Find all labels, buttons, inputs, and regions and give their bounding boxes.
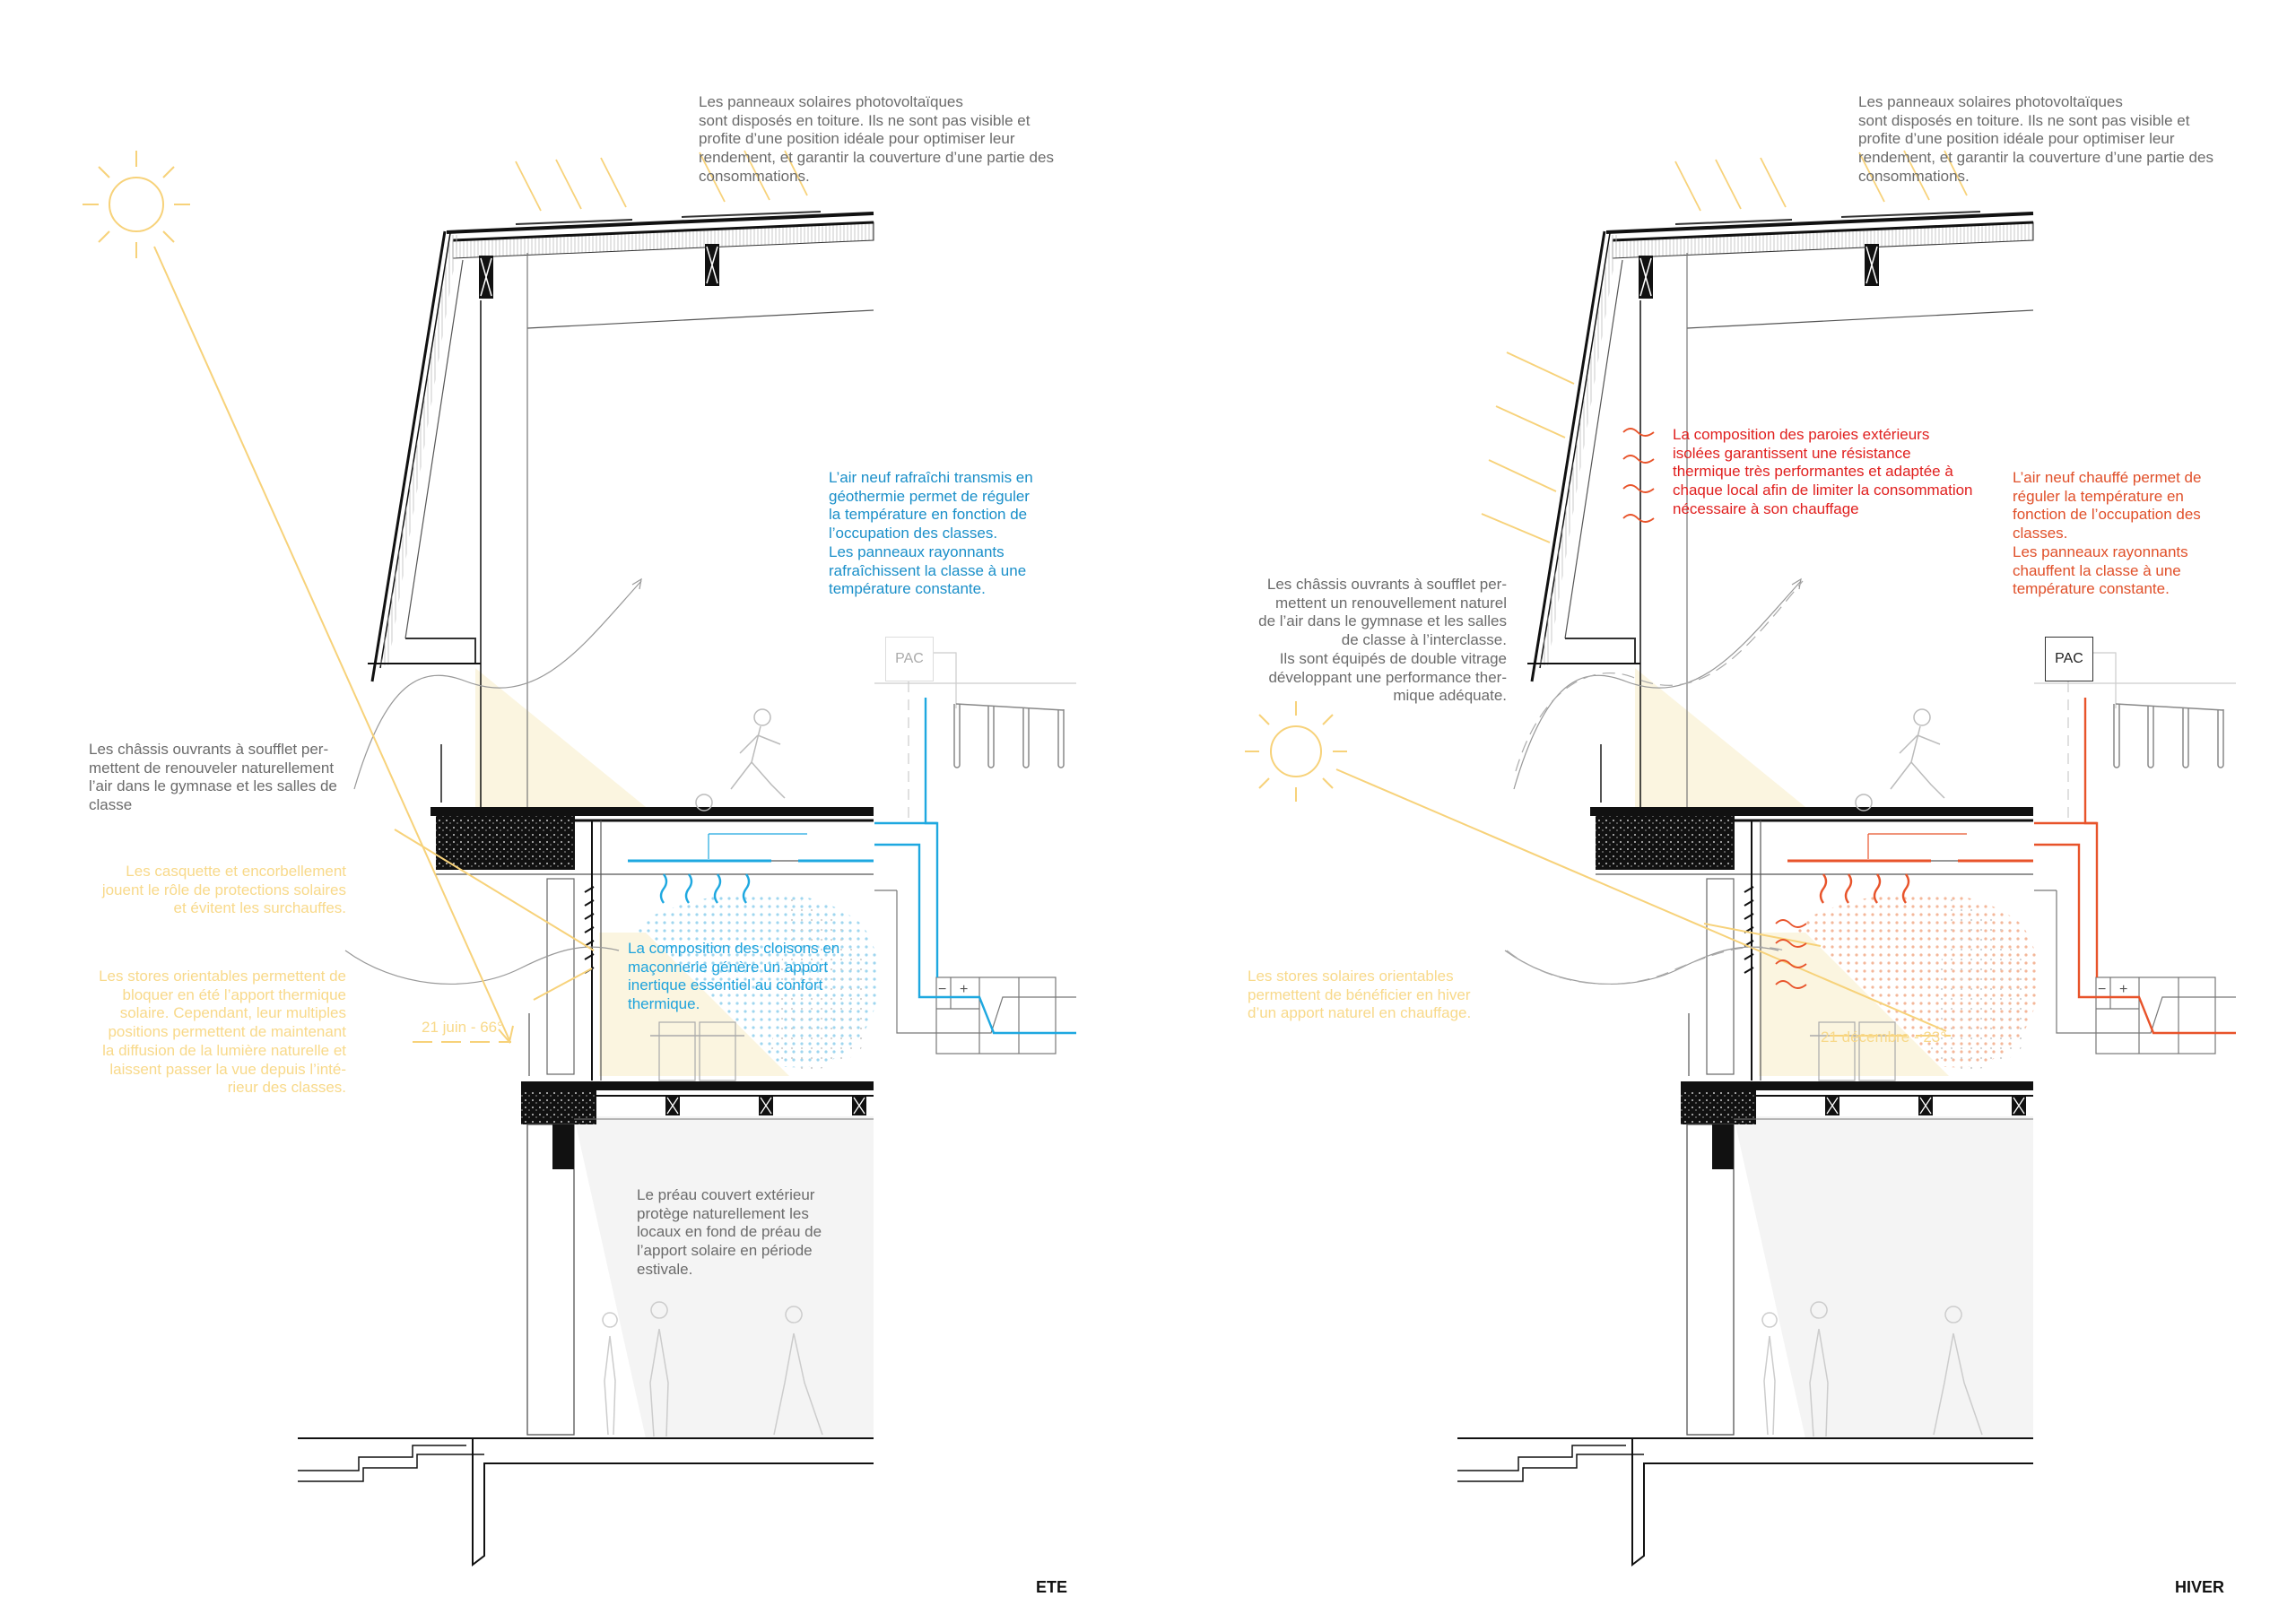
walls-note: La composition des paroies extérieurs is…: [1673, 426, 1973, 517]
pac-label: PAC: [2055, 651, 2083, 666]
heat-loss-arrows: [1622, 428, 1807, 989]
fresh-air-note: L’air neuf rafraîchi transmis en géother…: [829, 469, 1033, 598]
section-ete: [83, 149, 1078, 1567]
overhang-note: Les casquette et encorbellement jouent l…: [101, 863, 346, 917]
partitions-note: La composition des cloisons en maçonneri…: [628, 940, 840, 1013]
covered-yard-note: Le préau couvert extérieur protège natur…: [637, 1186, 822, 1278]
panel-title-hiver: HIVER: [2175, 1578, 2225, 1596]
solar-panels-note: Les panneaux solaires photovoltaïques so…: [699, 93, 1054, 185]
solar-panels-note: Les panneaux solaires photovoltaïques so…: [1858, 93, 2213, 185]
blinds-note: Les stores orientables permettent de blo…: [99, 968, 346, 1097]
windows-note: Les châssis ouvrants à soufflet per- met…: [1258, 576, 1507, 705]
pac-label: PAC: [895, 651, 924, 666]
panel-title-ete: ETE: [1036, 1578, 1068, 1596]
sun-icon: [83, 151, 190, 258]
sun-icon: [1245, 701, 1347, 802]
heated-air-note: L’air neuf chauffé permet de réguler la …: [2013, 469, 2202, 598]
blinds-note: Les stores solaires orientables permette…: [1248, 968, 1472, 1022]
hiver-annotations: [1245, 352, 1951, 1076]
heat-pump-box: PAC: [2045, 637, 2093, 681]
heat-pump-box: PAC: [885, 637, 934, 681]
windows-note: Les châssis ouvrants à soufflet per- met…: [89, 741, 337, 814]
section-hiver: [1456, 149, 2238, 1567]
sun-angle-label: 21 décembre - 23°: [1821, 1028, 1947, 1046]
sun-angle-label: 21 juin - 66°: [422, 1019, 503, 1036]
